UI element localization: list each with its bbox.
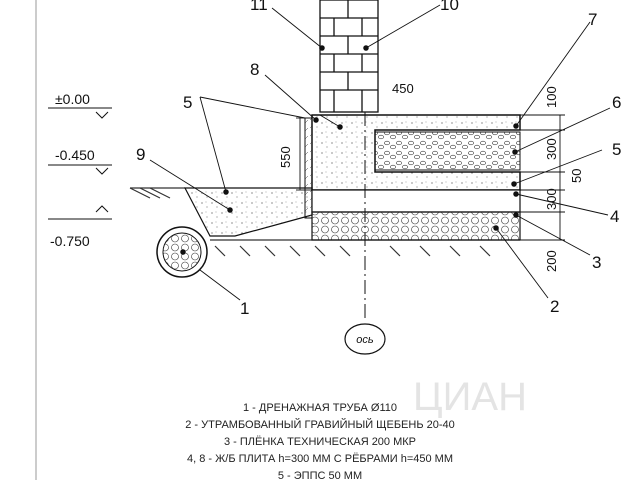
callout-5-right: 5 <box>612 140 621 159</box>
callout-7: 7 <box>588 10 597 29</box>
callout-8: 8 <box>250 60 259 79</box>
axis-label: ось <box>356 334 374 346</box>
brick-wall <box>319 0 379 113</box>
compacted-gravel-base <box>311 211 521 241</box>
callout-6: 6 <box>612 93 621 112</box>
callout-4: 4 <box>610 207 619 226</box>
dim-200: 200 <box>544 250 559 272</box>
legend-line-5: 5 - ЭППС 50 ММ <box>277 470 363 482</box>
axis-marker <box>344 323 386 355</box>
callout-5-left: 5 <box>183 93 192 112</box>
dim-300b: 300 <box>544 188 559 210</box>
callout-9: 9 <box>136 145 145 164</box>
callout-11: 11 <box>250 0 268 14</box>
drainage-gravel-backfill <box>184 187 313 237</box>
callout-1: 1 <box>240 299 249 318</box>
level-low: -0.750 <box>50 233 90 249</box>
callout-10: 10 <box>440 0 459 14</box>
xps-insulation-vertical <box>304 117 313 219</box>
watermark: ЦИАН <box>413 375 527 419</box>
callout-3: 3 <box>592 253 601 272</box>
legend-line-4: 4, 8 - Ж/Б ПЛИТА h=300 ММ С РЁБРАМИ h=45… <box>187 453 453 465</box>
level-zero: ±0.00 <box>55 91 90 107</box>
xps-insulation-horizontal <box>311 189 521 213</box>
legend-line-2: 2 - УТРАМБОВАННЫЙ ГРАВИЙНЫЙ ЩЕБЕНЬ 20-40 <box>185 419 455 431</box>
dim-450: 450 <box>392 81 414 96</box>
legend-line-3: 3 - ПЛЁНКА ТЕХНИЧЕСКАЯ 200 МКР <box>223 436 417 448</box>
callout-2: 2 <box>550 297 559 316</box>
dimension-lines <box>296 114 565 241</box>
dim-300a: 300 <box>544 138 559 160</box>
level-marks <box>48 107 112 220</box>
leader-lines <box>149 4 611 301</box>
legend-line-1: 1 - ДРЕНАЖНАЯ ТРУБА Ø110 <box>243 402 397 414</box>
level-mid: -0.450 <box>55 147 95 163</box>
dim-100: 100 <box>544 86 559 108</box>
gravel-layer-6 <box>374 131 521 171</box>
dim-50: 50 <box>569 169 584 183</box>
dim-550: 550 <box>278 146 293 168</box>
